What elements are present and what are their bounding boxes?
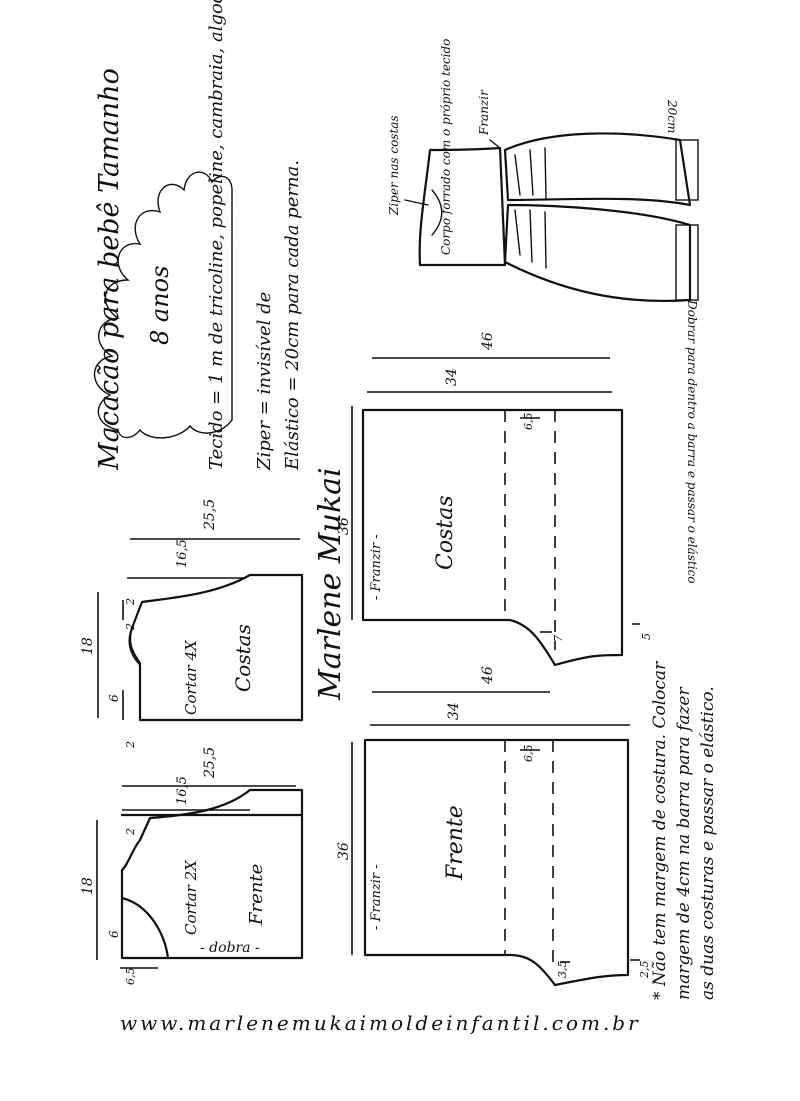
bodice-front-height: 18 [80,877,96,895]
illustration-lining-label: Corpo forrado com o próprio tecido [439,39,453,255]
pants-back-width-total: 46 [480,332,496,351]
bodice-back-bottom: 2 [124,741,137,749]
bodice-back-shoulder-offset: 16,5 [175,539,190,568]
bodice-back-width-total: 25,5 [202,499,218,531]
illustration-elastic-length: 20cm [665,99,679,133]
pants-back-name: Costas [433,495,458,570]
pants-front-height: 36 [336,842,352,860]
bodice-back-neck-depth: 6 [107,694,121,702]
bodice-back-height: 18 [80,637,96,655]
signature: Marlene Mukai [313,467,348,701]
bodice-back-neck-side: 2 [124,623,137,631]
pants-front-crotch-h: 2,5 [638,961,651,980]
pants-back-pocket: 6,5 [522,413,535,431]
bodice-back-piece [97,538,304,722]
bodice-front-bottom: 6,5 [124,968,137,986]
bodice-back-cut: Cortar 4X [182,639,200,715]
footnote-text: * Não tem margem de costura. Colocar mar… [650,656,718,1000]
bodice-front-name: Frente [246,864,267,926]
pants-front-name: Frente [443,805,468,881]
bodice-front-piece [96,785,304,969]
title-cloud [93,171,233,439]
bodice-front-fold: - dobra - [200,940,260,956]
pants-back-piece [351,357,640,667]
pants-front-pocket: 6,5 [522,745,535,763]
pants-back-crotch-h: 5 [640,633,653,640]
bodice-back-name: Costas [231,624,255,692]
jumpsuit-illustration [404,132,699,303]
note-elastic: Elástico = 20cm para cada perna. [282,160,303,471]
bodice-front-shoulder-offset: 16,5 [175,776,190,805]
illustration-gather-label: Franzir [477,89,491,136]
pants-back-height: 36 [336,517,352,535]
illustration-zipper-label: Ziper nas costas [387,115,401,216]
footnote-line: * Não tem margem de costura. Colocar [650,661,670,1000]
footnote: * Não tem margem de costura. Colocar mar… [650,656,718,1000]
footnote-line: as duas costuras e passar o elástico. [698,686,718,1000]
footnote-line: margem de 4cm na barra para fazer [674,687,694,1000]
pants-back-crotch-w: 7 [552,635,565,642]
bodice-front-shoulder-drop: 2 [124,828,137,836]
pants-front-width-upper: 34 [446,702,462,720]
pants-front-width-total: 46 [480,666,496,685]
note-zipper: Ziper = invisível de [254,292,275,471]
pants-front-gather: - Franzir - [369,864,384,930]
pants-back-width-upper: 34 [444,368,460,386]
bodice-front-cut: Cortar 2X [182,859,200,935]
website-url: www.marlenemukaimoldeinfantil.com.br [120,1011,641,1035]
note-fabric: Tecido = 1 m de tricoline, popeline, cam… [206,0,227,470]
bodice-back-shoulder-drop: 2 [124,598,137,606]
pants-back-gather: - Franzir - [369,534,384,600]
pants-front-crotch-w: 3,5 [556,961,569,979]
title-line-2: 8 anos [146,266,174,345]
title-line-1: Macacão para bebê Tamanho [94,68,125,471]
pants-front-piece [351,691,640,987]
bodice-front-neck-depth: 6 [107,930,121,938]
bodice-front-width-total: 25,5 [202,747,218,779]
illustration-hem-note: Dobrar para dentro a barra e passar o el… [685,299,699,584]
